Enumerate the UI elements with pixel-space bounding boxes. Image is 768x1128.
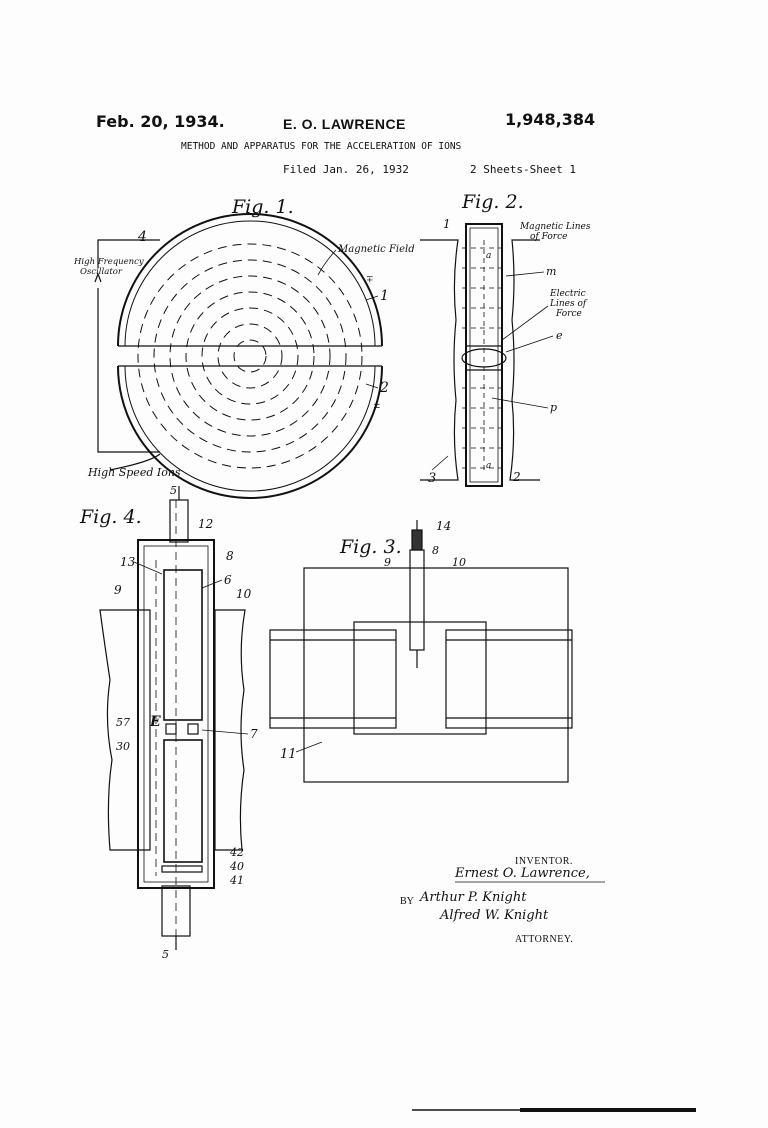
fig1-field-label: Magnetic Field xyxy=(337,244,415,255)
fig4-ref-12: 12 xyxy=(198,517,213,531)
fig2-ref-a-bot: a xyxy=(486,461,491,471)
fig1-ref-4: 4 xyxy=(137,229,147,245)
fig2-ref-1: 1 xyxy=(443,217,451,231)
fig4-ref-30: 30 xyxy=(116,740,130,753)
fig1-oscillator-label-1: High Frequency xyxy=(73,257,144,267)
fig4-ref-57: 57 xyxy=(116,716,130,729)
fig3-ref-9: 9 xyxy=(384,556,391,569)
fig2-ref-2: 2 xyxy=(512,470,521,484)
fig3-ref-10: 10 xyxy=(452,556,466,569)
fig2-caption: Fig. 2. xyxy=(461,191,524,213)
fig4-electrode-e: E xyxy=(149,714,161,730)
fig1-drawing: Fig. 1. xyxy=(73,196,415,498)
fig4-ref-7: 7 xyxy=(250,727,258,741)
fig4-ref-5-bot: 5 xyxy=(162,948,169,961)
fig1-ref-2: 2 xyxy=(379,380,389,396)
fig2-ref-a-top: a xyxy=(486,251,491,261)
fig2-elec-label-3: Force xyxy=(555,309,582,319)
fig4-ref-10: 10 xyxy=(236,587,252,601)
fig4-ref-42: 42 xyxy=(229,846,244,859)
fig4-ref-5-top: 5 xyxy=(170,484,177,497)
fig3-ref-11: 11 xyxy=(280,747,297,762)
by-label: BY xyxy=(400,896,414,907)
fig3-ref-14: 14 xyxy=(436,519,451,533)
fig1-ions-label: High Speed Ions xyxy=(87,466,181,479)
inventor-signature: Ernest O. Lawrence, xyxy=(455,866,590,881)
fig4-ref-40: 40 xyxy=(229,860,244,873)
fig4-ref-6: 6 xyxy=(224,573,232,587)
attorney-signature-2: Alfred W. Knight xyxy=(440,908,548,923)
fig3-drawing: Fig. 3. 14 8 9 10 xyxy=(270,519,572,782)
fig2-drawing: Fig. 2. xyxy=(420,191,591,486)
fig1-sign-minus: ∓ xyxy=(366,275,374,285)
fig2-elec-label-2: Lines of xyxy=(549,299,588,309)
fig2-ref-3: 3 xyxy=(428,471,436,486)
fig3-ref-8: 8 xyxy=(432,544,439,557)
fig4-ref-8: 8 xyxy=(226,549,234,563)
fig4-ref-9: 9 xyxy=(114,583,122,597)
attorney-signature-1: Arthur P. Knight xyxy=(420,890,526,905)
fig1-oscillator-label-2: Oscillator xyxy=(80,267,123,277)
fig2-elec-label-1: Electric xyxy=(549,289,586,299)
fig1-ref-1: 1 xyxy=(380,288,389,304)
fig2-mag-label-2: of Force xyxy=(530,232,567,242)
fig4-ref-41: 41 xyxy=(229,874,244,887)
fig4-ref-13: 13 xyxy=(120,555,136,569)
fig2-ref-p: p xyxy=(550,401,557,414)
fig4-caption: Fig. 4. xyxy=(79,506,142,528)
fig2-mag-label-1: Magnetic Lines xyxy=(519,222,591,232)
fig3-caption: Fig. 3. xyxy=(339,536,402,558)
fig4-drawing: Fig. 4. xyxy=(79,484,258,961)
fig2-ref-e: e xyxy=(556,329,563,342)
fig1-sign-plus: ± xyxy=(373,401,381,411)
fig2-ref-m: m xyxy=(546,265,556,278)
attorney-label: ATTORNEY. xyxy=(515,934,573,945)
